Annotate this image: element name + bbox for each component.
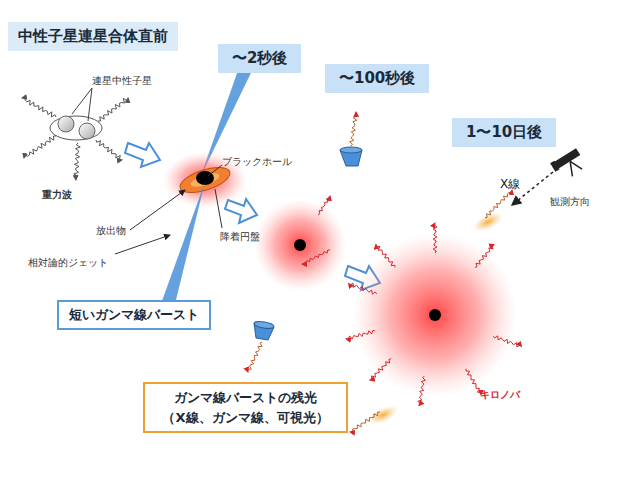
wave-line (24, 136, 56, 158)
wave-line (376, 245, 395, 268)
wave-line (370, 359, 391, 380)
grb-box: 短いガンマ線バースト (57, 300, 211, 330)
annotation-label: 重力波 (42, 188, 72, 202)
annotation-label: 観測方向 (550, 195, 590, 209)
annotation-label: ブラックホール (222, 155, 292, 169)
wave-line (74, 143, 80, 180)
wave-line (318, 196, 330, 215)
node-text: ガンマ線バーストの残光 （X線、ガンマ線、可視光） (153, 388, 338, 427)
time-box: 〜100秒後 (325, 64, 429, 93)
annotation-label: 放出物 (96, 224, 126, 238)
wave-line (96, 140, 122, 160)
binary-neutron-stars (50, 88, 102, 140)
wave-line (475, 245, 494, 268)
annotation-label: キロノバ (480, 388, 520, 402)
wave-line (485, 190, 512, 218)
node-text: 1〜10日後 (466, 123, 542, 142)
telescope (550, 147, 588, 182)
annotation-label: X線 (500, 176, 520, 193)
wave-line (22, 98, 56, 118)
wave-line (493, 336, 521, 347)
node-text: 短いガンマ線バースト (69, 306, 199, 324)
annotation-label: 降着円盤 (220, 230, 260, 244)
node-text: 〜2秒後 (232, 49, 287, 68)
wave-line (466, 369, 481, 395)
node-text: 〜100秒後 (339, 69, 415, 88)
wave-line (247, 342, 262, 372)
kilonova-glow (353, 233, 517, 397)
wave-line (98, 98, 128, 121)
time-box: 1〜10日後 (452, 118, 556, 147)
annotation-label: 連星中性子星 (92, 74, 152, 88)
black-hole-dot (429, 309, 441, 321)
annotation-label: 相対論的ジェット (28, 256, 108, 270)
wave-line (433, 223, 437, 253)
wave-line (302, 250, 330, 264)
afterglow-blob (471, 209, 506, 235)
jet-fragment (254, 147, 362, 340)
afterglow-blob (366, 402, 401, 428)
wave-line (350, 412, 380, 432)
wave-line (349, 283, 377, 294)
wave-line (346, 330, 375, 339)
stage-arrows (125, 143, 380, 290)
black-hole-dot (294, 239, 306, 251)
gravitational-waves (22, 98, 128, 181)
wave-line (418, 376, 426, 406)
wave-line (350, 112, 357, 146)
ejecta-glow (254, 199, 346, 291)
diagram-title: 中性子星連星合体直前 (8, 22, 178, 51)
afterglow-box: ガンマ線バーストの残光 （X線、ガンマ線、可視光） (143, 382, 348, 433)
time-box: 〜2秒後 (218, 44, 301, 73)
